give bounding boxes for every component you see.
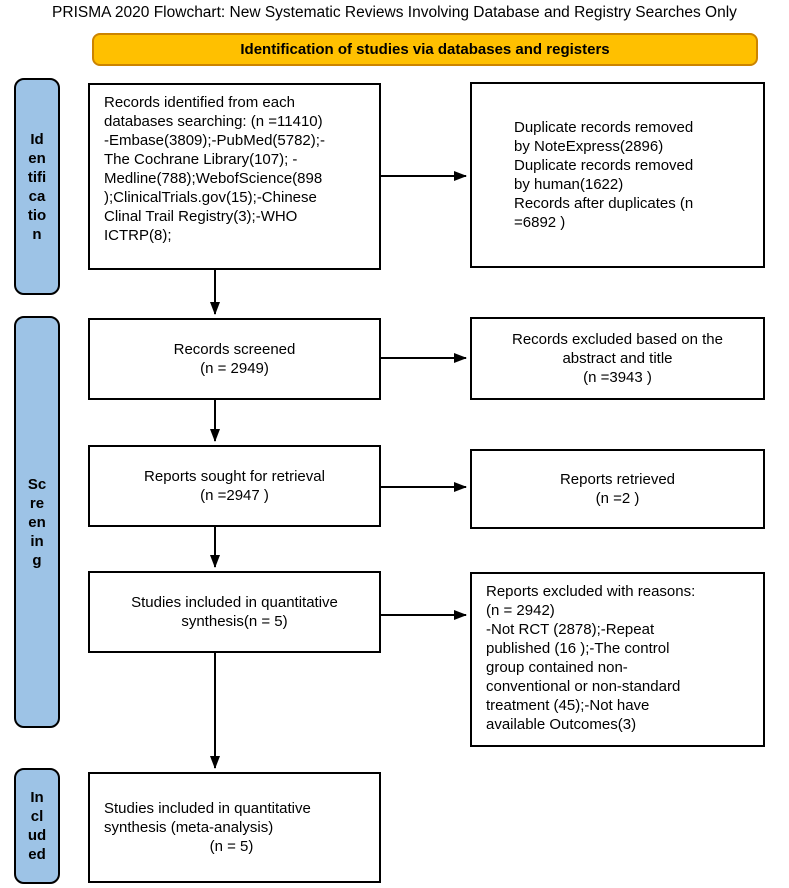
box-reports-excluded-reasons: Reports excluded with reasons: (n = 2942… bbox=[470, 572, 765, 747]
box-studies-included-quantitative: Studies included in quantitative synthes… bbox=[88, 571, 381, 653]
box-studies-included-meta-n: (n = 5) bbox=[209, 838, 254, 855]
box-duplicates-removed-text: Duplicate records removed by NoteExpress… bbox=[514, 119, 694, 231]
banner-identification-via-databases: Identification of studies via databases … bbox=[92, 33, 758, 66]
banner-label: Identification of studies via databases … bbox=[240, 41, 610, 58]
stage-identification: Id en tifi ca tio n bbox=[14, 78, 60, 295]
page-title: PRISMA 2020 Flowchart: New Systematic Re… bbox=[52, 4, 737, 21]
stage-included: In cl ud ed bbox=[14, 768, 60, 884]
stage-screening: Sc re en in g bbox=[14, 316, 60, 728]
box-reports-sought: Reports sought for retrieval (n =2947 ) bbox=[88, 445, 381, 527]
box-studies-included-meta-text: Studies included in quantitative synthes… bbox=[104, 800, 311, 836]
box-reports-retrieved: Reports retrieved (n =2 ) bbox=[470, 449, 765, 529]
box-records-excluded-text: Records excluded based on the abstract a… bbox=[512, 331, 723, 386]
box-records-excluded: Records excluded based on the abstract a… bbox=[470, 317, 765, 400]
stage-screening-label: Sc re en in g bbox=[27, 475, 47, 569]
box-studies-included-meta-analysis: Studies included in quantitative synthes… bbox=[88, 772, 381, 883]
box-records-screened: Records screened (n = 2949) bbox=[88, 318, 381, 400]
box-reports-retrieved-text: Reports retrieved (n =2 ) bbox=[559, 471, 676, 507]
box-studies-included-quantitative-text: Studies included in quantitative synthes… bbox=[131, 594, 338, 630]
stage-identification-label: Id en tifi ca tio n bbox=[27, 130, 47, 243]
stage-included-label: In cl ud ed bbox=[27, 789, 47, 863]
box-duplicates-removed: Duplicate records removed by NoteExpress… bbox=[470, 82, 765, 268]
box-reports-sought-text: Reports sought for retrieval (n =2947 ) bbox=[144, 468, 325, 504]
box-records-screened-text: Records screened (n = 2949) bbox=[173, 341, 296, 377]
box-records-identified: Records identified from each databases s… bbox=[88, 83, 381, 270]
